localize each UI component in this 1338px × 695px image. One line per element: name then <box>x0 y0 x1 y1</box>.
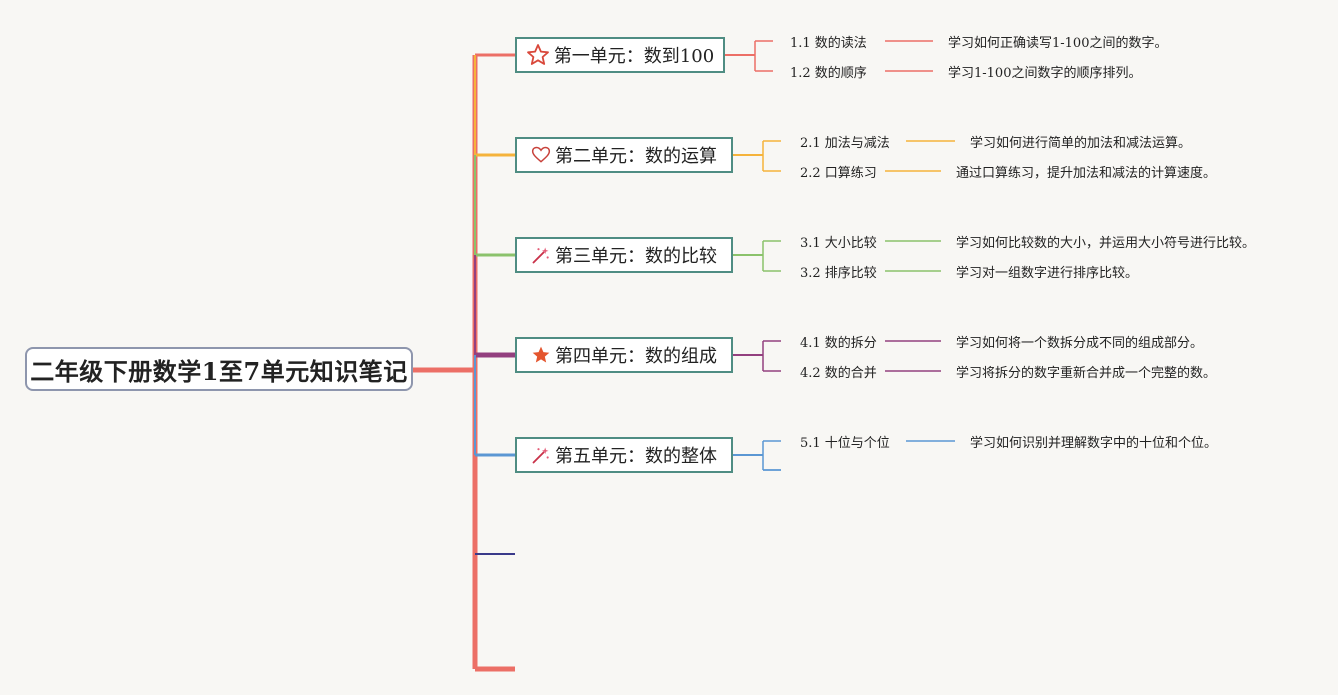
subtopic-label[interactable]: 1.1 数的读法 <box>790 36 867 51</box>
unit-topic-5[interactable]: 第五单元：数的整体 <box>515 437 733 473</box>
magic-wand-icon <box>531 245 551 265</box>
subtopic-label[interactable]: 3.2 排序比较 <box>800 266 877 281</box>
subtopic-label[interactable]: 1.2 数的顺序 <box>790 66 867 81</box>
unit-topic-2[interactable]: 第二单元：数的运算 <box>515 137 733 173</box>
subtopic-description: 学习如何正确读写1-100之间的数字。 <box>948 36 1168 51</box>
magic-wand-icon <box>531 445 551 465</box>
heart-outline-icon <box>531 145 551 165</box>
unit-topic-3[interactable]: 第三单元：数的比较 <box>515 237 733 273</box>
unit-topic-1[interactable]: 第一单元：数到100 <box>515 37 725 73</box>
subtopic-description: 学习如何进行简单的加法和减法运算。 <box>970 136 1192 151</box>
subtopic-description: 通过口算练习，提升加法和减法的计算速度。 <box>956 166 1217 181</box>
subtopic-description: 学习如何识别并理解数字中的十位和个位。 <box>970 436 1218 451</box>
subtopic-label[interactable]: 4.2 数的合并 <box>800 366 877 381</box>
subtopic-description: 学习如何比较数的大小，并运用大小符号进行比较。 <box>956 236 1256 251</box>
subtopic-label[interactable]: 5.1 十位与个位 <box>800 436 890 451</box>
subtopic-description: 学习1-100之间数字的顺序排列。 <box>948 66 1142 81</box>
subtopic-label[interactable]: 2.2 口算练习 <box>800 166 877 181</box>
subtopic-label[interactable]: 2.1 加法与减法 <box>800 136 890 151</box>
root-topic[interactable]: 二年级下册数学1至7单元知识笔记 <box>25 347 413 391</box>
star-outline-icon <box>526 43 550 67</box>
subtopic-description: 学习对一组数字进行排序比较。 <box>956 266 1139 281</box>
branch-lines <box>474 40 955 471</box>
unit-title: 第一单元：数到100 <box>553 46 715 67</box>
unit-topic-4[interactable]: 第四单元：数的组成 <box>515 337 733 373</box>
subtopic-description: 学习如何将一个数拆分成不同的组成部分。 <box>956 336 1204 351</box>
unit-title: 第四单元：数的组成 <box>555 346 717 367</box>
unit-title: 第二单元：数的运算 <box>555 146 717 167</box>
subtopic-description: 学习将拆分的数字重新合并成一个完整的数。 <box>956 366 1217 381</box>
subtopic-label[interactable]: 3.1 大小比较 <box>800 236 877 251</box>
subtopic-label[interactable]: 4.1 数的拆分 <box>800 336 877 351</box>
star-filled-icon <box>531 345 551 365</box>
unit-title: 第五单元：数的整体 <box>555 446 717 467</box>
unit-title: 第三单元：数的比较 <box>555 246 717 267</box>
